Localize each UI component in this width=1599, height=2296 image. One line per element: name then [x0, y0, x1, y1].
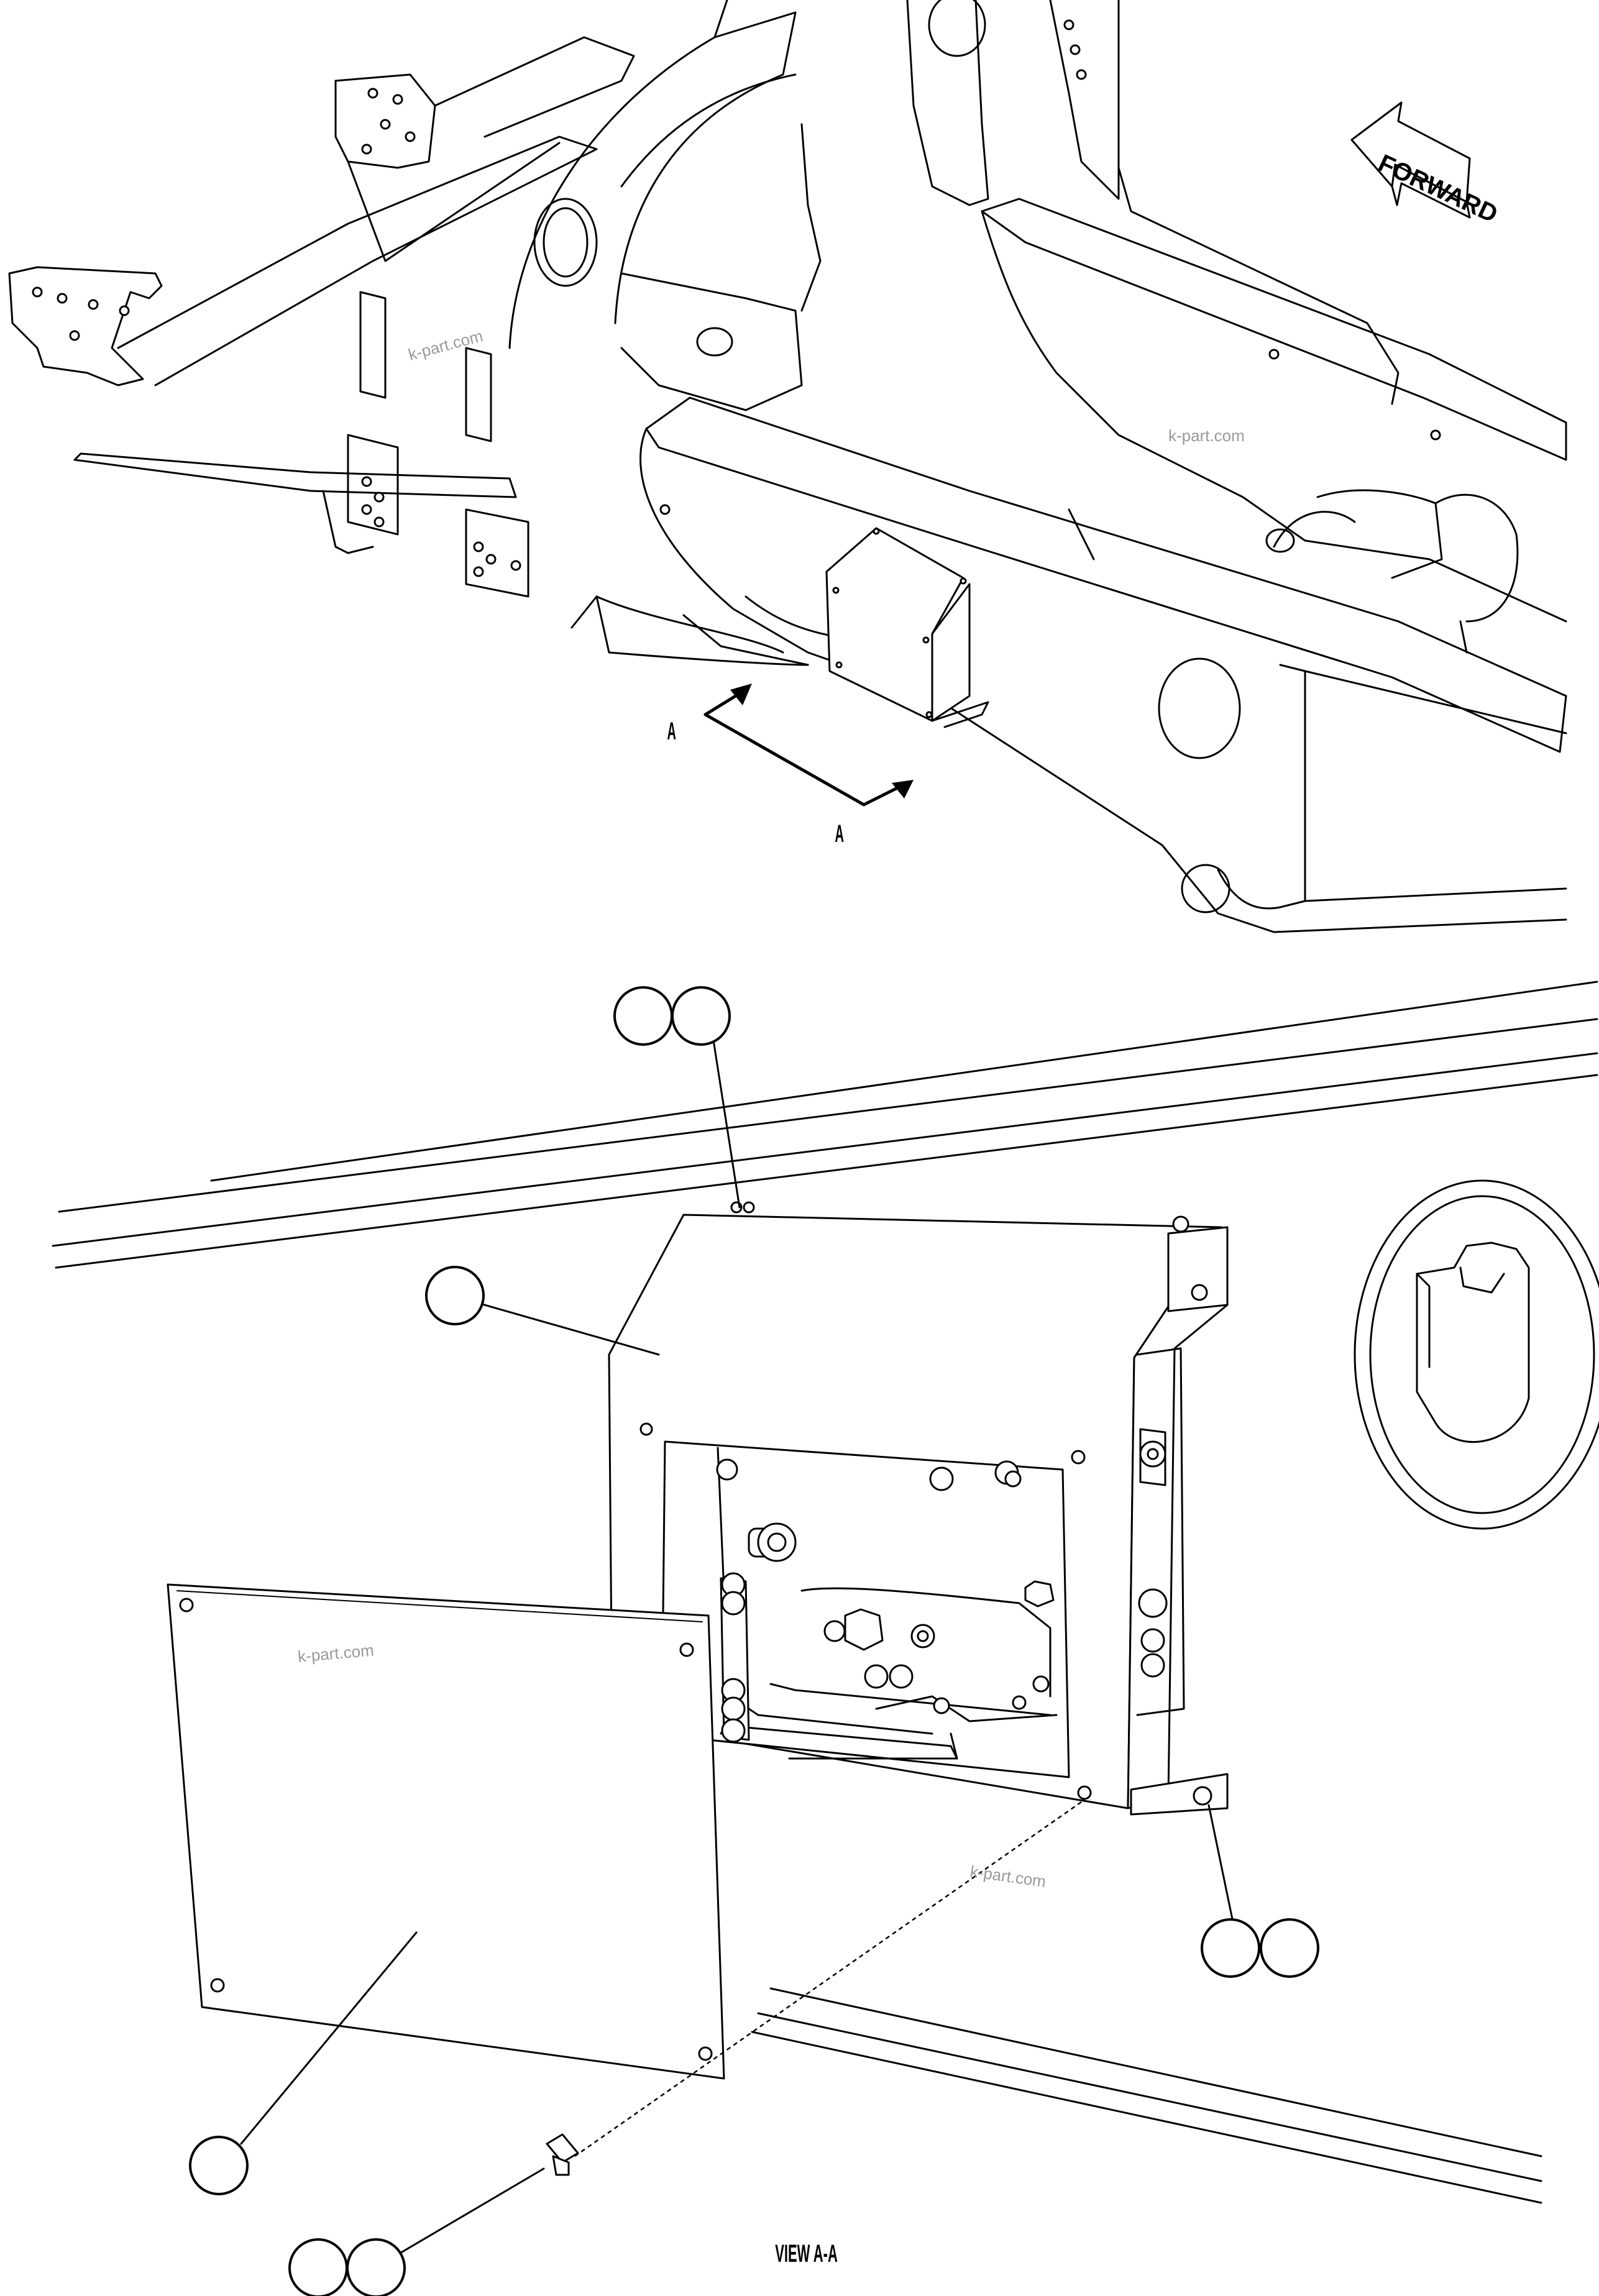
cover-plate	[167, 1583, 725, 2080]
view-a-a	[52, 981, 1599, 2296]
watermark-1: k-part.com	[406, 326, 485, 364]
callout-right-bolt-a	[1201, 1918, 1260, 1978]
forward-arrow-icon: FORWARD	[1350, 101, 1501, 228]
chassis-frame	[8, 0, 1567, 933]
callout-cover-plate	[189, 2136, 249, 2195]
watermark-4: k-part.com	[969, 1862, 1047, 1891]
frame-bolt-holes	[32, 19, 1441, 577]
section-marker-bottom: A	[835, 819, 844, 848]
callout-top-bolt-a	[613, 986, 673, 1046]
callouts	[189, 986, 1319, 2296]
housing	[608, 1201, 1229, 1816]
housing-location	[825, 527, 989, 728]
cover-bolt	[546, 1801, 1082, 2176]
callout-top-bolt-b	[671, 986, 731, 1046]
frame-cutout	[1354, 1179, 1599, 1530]
section-marker-top: A	[667, 716, 676, 745]
leader-lines	[240, 1027, 1235, 2263]
callout-housing	[425, 1266, 485, 1325]
callout-bottom-bolt-a	[288, 2238, 348, 2296]
callout-bottom-bolt-b	[346, 2238, 406, 2296]
callout-right-bolt-b	[1260, 1918, 1319, 1978]
watermark-2: k-part.com	[1168, 426, 1245, 445]
view-caption: VIEW A-A	[775, 2239, 838, 2267]
section-arrow	[703, 684, 914, 807]
